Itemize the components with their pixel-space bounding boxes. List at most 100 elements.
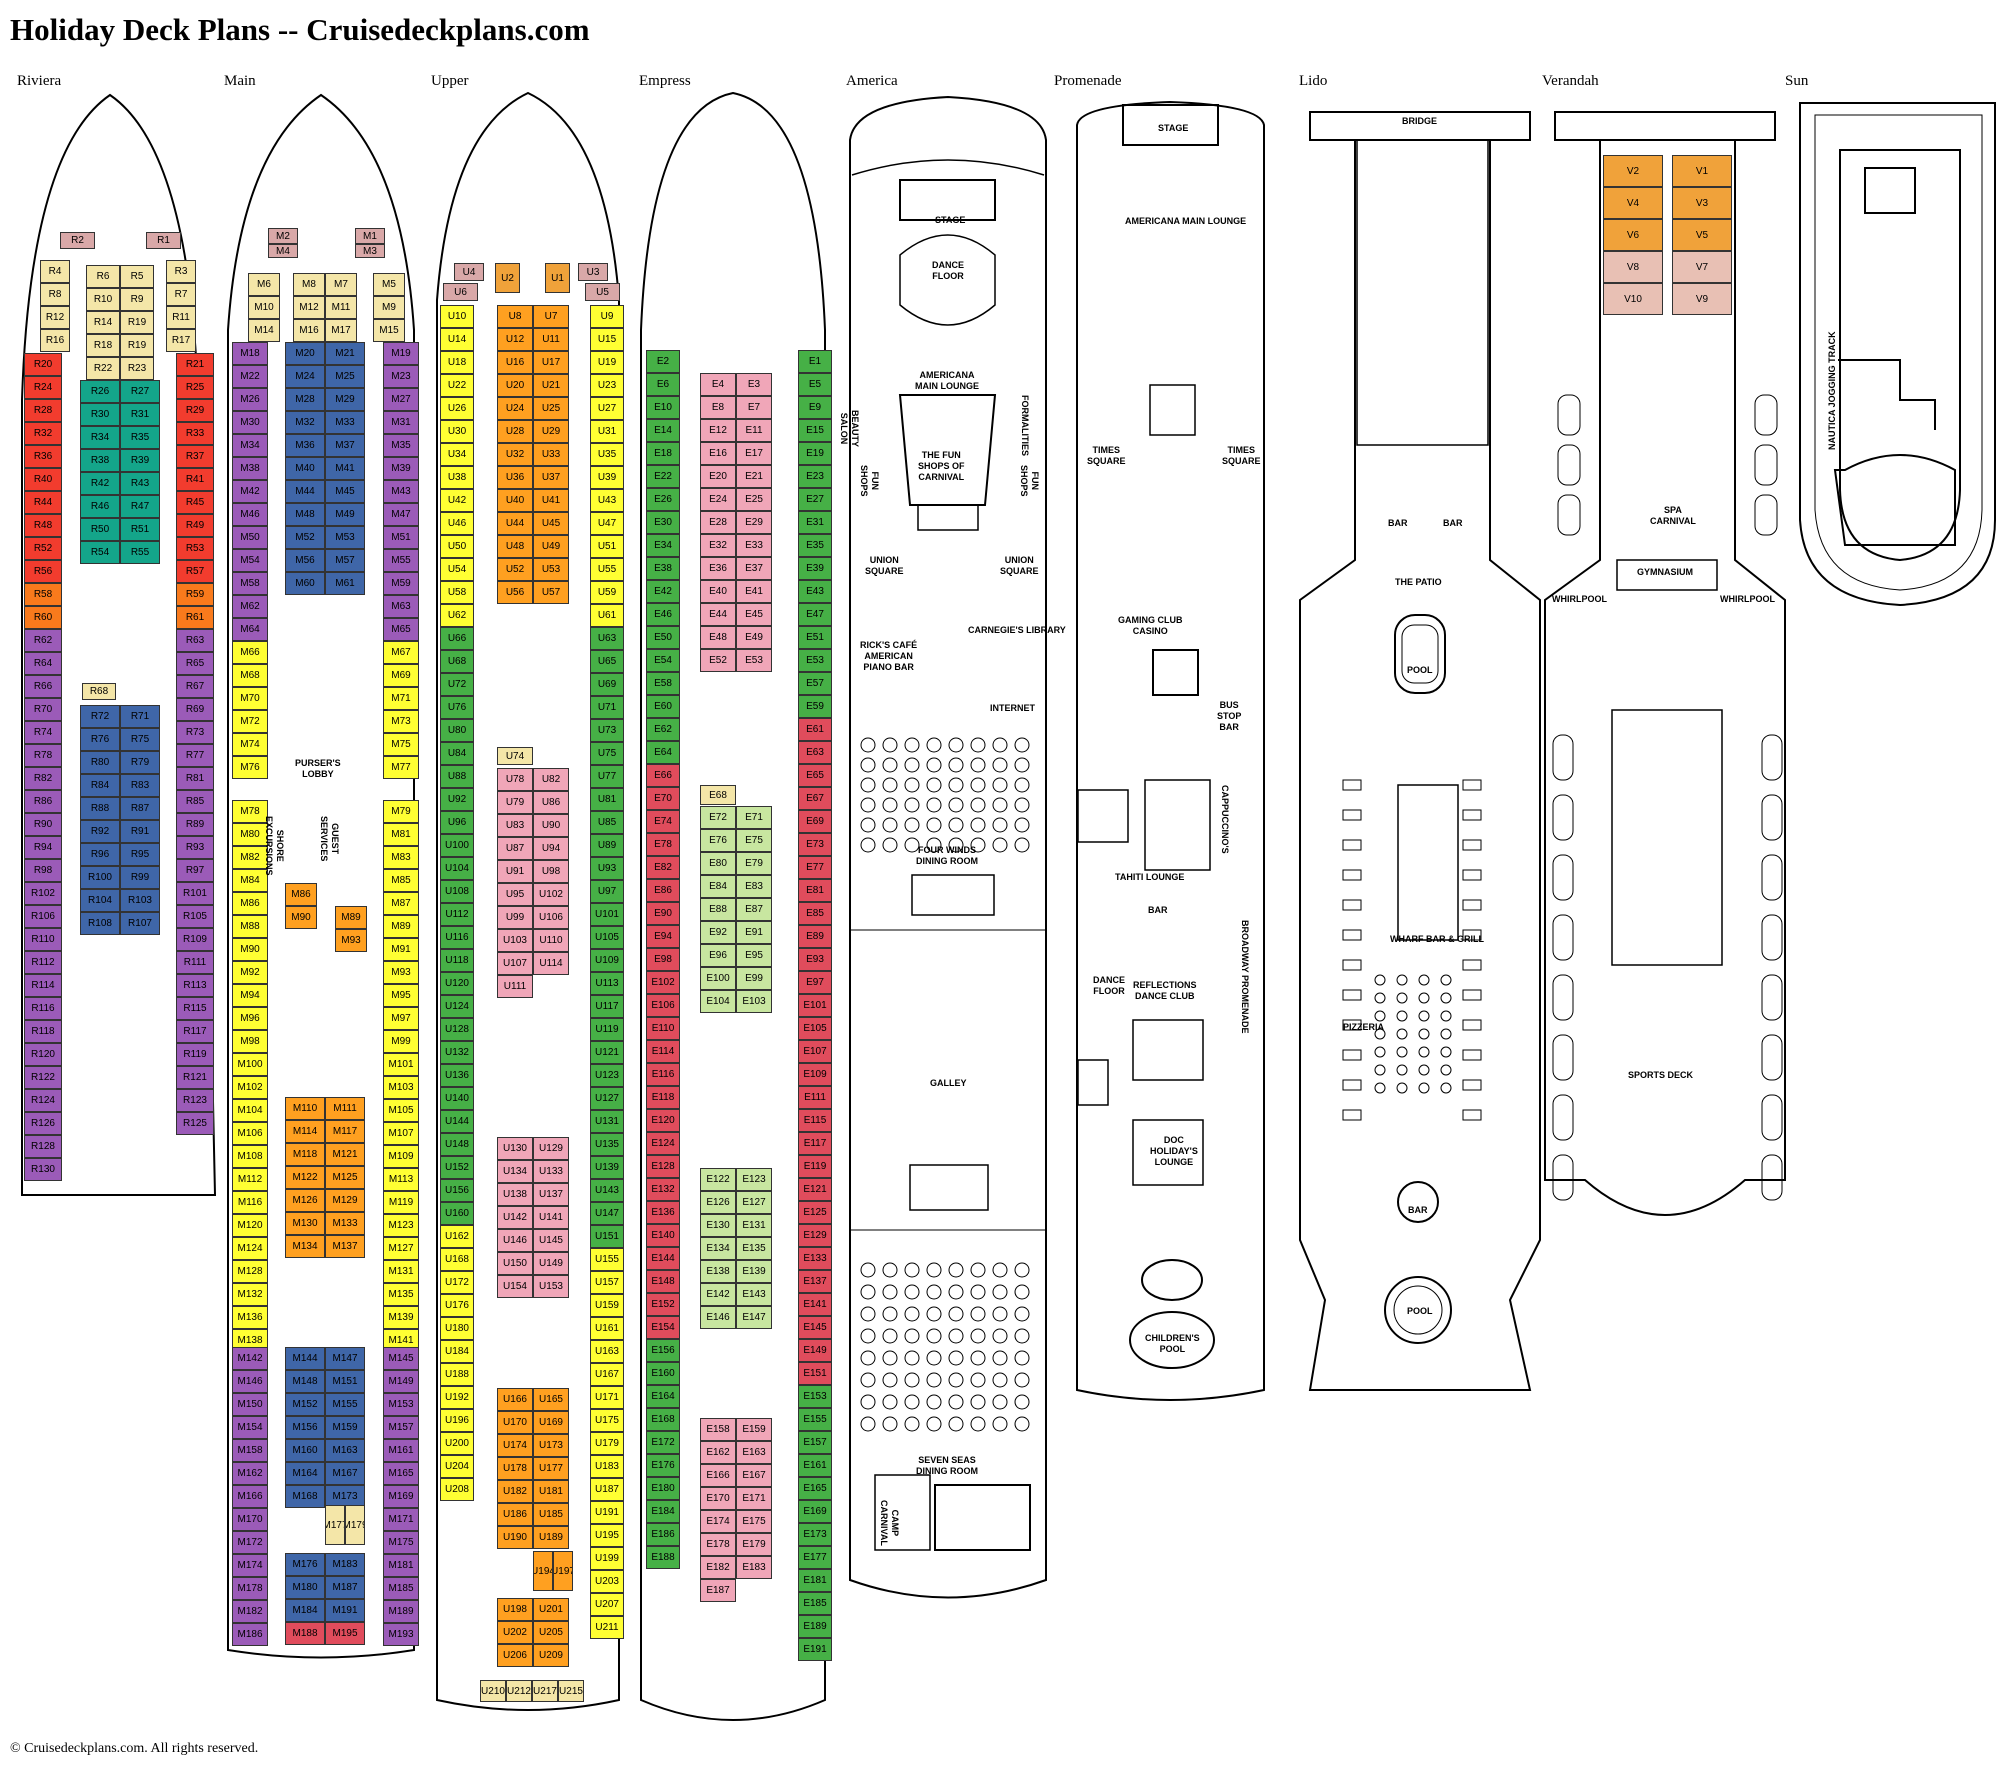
cabin-r98[interactable]: R98 xyxy=(24,859,62,882)
cabin-r97[interactable]: R97 xyxy=(176,859,214,882)
cabin-u201[interactable]: U201 xyxy=(533,1598,569,1621)
cabin-u56[interactable]: U56 xyxy=(497,581,533,604)
cabin-r19[interactable]: R19 xyxy=(120,334,154,357)
cabin-e137[interactable]: E137 xyxy=(798,1270,832,1293)
cabin-m131[interactable]: M131 xyxy=(383,1260,419,1283)
cabin-u117[interactable]: U117 xyxy=(590,995,624,1018)
cabin-e65[interactable]: E65 xyxy=(798,764,832,787)
cabin-u129[interactable]: U129 xyxy=(533,1137,569,1160)
cabin-e7[interactable]: E7 xyxy=(736,396,772,419)
cabin-m46[interactable]: M46 xyxy=(232,503,268,526)
cabin-u62[interactable]: U62 xyxy=(440,604,474,627)
cabin-m45[interactable]: M45 xyxy=(325,480,365,503)
cabin-e82[interactable]: E82 xyxy=(646,856,680,879)
cabin-u210[interactable]: U210 xyxy=(480,1680,506,1702)
cabin-r39[interactable]: R39 xyxy=(120,449,160,472)
cabin-e191[interactable]: E191 xyxy=(798,1638,832,1661)
cabin-e81[interactable]: E81 xyxy=(798,879,832,902)
cabin-r109[interactable]: R109 xyxy=(176,928,214,951)
cabin-m10[interactable]: M10 xyxy=(248,296,280,319)
cabin-e6[interactable]: E6 xyxy=(646,373,680,396)
cabin-u41[interactable]: U41 xyxy=(533,489,569,512)
cabin-u82[interactable]: U82 xyxy=(533,768,569,791)
cabin-u66[interactable]: U66 xyxy=(440,627,474,650)
cabin-r18[interactable]: R18 xyxy=(86,334,120,357)
cabin-u136[interactable]: U136 xyxy=(440,1064,474,1087)
cabin-m116[interactable]: M116 xyxy=(232,1191,268,1214)
cabin-m154[interactable]: M154 xyxy=(232,1416,268,1439)
cabin-e180[interactable]: E180 xyxy=(646,1477,680,1500)
cabin-r86[interactable]: R86 xyxy=(24,790,62,813)
cabin-e33[interactable]: E33 xyxy=(736,534,772,557)
cabin-u196[interactable]: U196 xyxy=(440,1409,474,1432)
cabin-u109[interactable]: U109 xyxy=(590,949,624,972)
cabin-m59[interactable]: M59 xyxy=(383,572,419,595)
cabin-e5[interactable]: E5 xyxy=(798,373,832,396)
cabin-m179[interactable]: M179 xyxy=(345,1505,365,1545)
cabin-e91[interactable]: E91 xyxy=(736,921,772,944)
cabin-e138[interactable]: E138 xyxy=(700,1260,736,1283)
cabin-m32[interactable]: M32 xyxy=(285,411,325,434)
cabin-m9[interactable]: M9 xyxy=(373,296,405,319)
cabin-r75[interactable]: R75 xyxy=(120,728,160,751)
cabin-u113[interactable]: U113 xyxy=(590,972,624,995)
cabin-m64[interactable]: M64 xyxy=(232,618,268,641)
cabin-e43[interactable]: E43 xyxy=(798,580,832,603)
cabin-r27[interactable]: R27 xyxy=(120,380,160,403)
cabin-m70[interactable]: M70 xyxy=(232,687,268,710)
cabin-m27[interactable]: M27 xyxy=(383,388,419,411)
cabin-u23[interactable]: U23 xyxy=(590,374,624,397)
cabin-e110[interactable]: E110 xyxy=(646,1017,680,1040)
cabin-m54[interactable]: M54 xyxy=(232,549,268,572)
cabin-e62[interactable]: E62 xyxy=(646,718,680,741)
cabin-m185[interactable]: M185 xyxy=(383,1577,419,1600)
cabin-m180[interactable]: M180 xyxy=(285,1576,325,1599)
cabin-r19[interactable]: R19 xyxy=(120,311,154,334)
cabin-e167[interactable]: E167 xyxy=(736,1464,772,1487)
cabin-m87[interactable]: M87 xyxy=(383,892,419,915)
cabin-u205[interactable]: U205 xyxy=(533,1621,569,1644)
cabin-u22[interactable]: U22 xyxy=(440,374,474,397)
cabin-e136[interactable]: E136 xyxy=(646,1201,680,1224)
cabin-u91[interactable]: U91 xyxy=(497,860,533,883)
cabin-r9[interactable]: R9 xyxy=(120,288,154,311)
cabin-m11[interactable]: M11 xyxy=(325,296,357,319)
cabin-u154[interactable]: U154 xyxy=(497,1275,533,1298)
cabin-m29[interactable]: M29 xyxy=(325,388,365,411)
cabin-m68[interactable]: M68 xyxy=(232,664,268,687)
cabin-r100[interactable]: R100 xyxy=(80,866,120,889)
cabin-r26[interactable]: R26 xyxy=(80,380,120,403)
cabin-u198[interactable]: U198 xyxy=(497,1598,533,1621)
cabin-v8[interactable]: V8 xyxy=(1603,251,1663,283)
cabin-r46[interactable]: R46 xyxy=(80,495,120,518)
cabin-m98[interactable]: M98 xyxy=(232,1030,268,1053)
cabin-m107[interactable]: M107 xyxy=(383,1122,419,1145)
cabin-u10[interactable]: U10 xyxy=(440,305,474,328)
cabin-m78[interactable]: M78 xyxy=(232,800,268,823)
cabin-m23[interactable]: M23 xyxy=(383,365,419,388)
cabin-e140[interactable]: E140 xyxy=(646,1224,680,1247)
cabin-m66[interactable]: M66 xyxy=(232,641,268,664)
cabin-u179[interactable]: U179 xyxy=(590,1432,624,1455)
cabin-m112[interactable]: M112 xyxy=(232,1168,268,1191)
cabin-r37[interactable]: R37 xyxy=(176,445,214,468)
cabin-e50[interactable]: E50 xyxy=(646,626,680,649)
cabin-u149[interactable]: U149 xyxy=(533,1252,569,1275)
cabin-m30[interactable]: M30 xyxy=(232,411,268,434)
cabin-e53[interactable]: E53 xyxy=(736,649,772,672)
cabin-e79[interactable]: E79 xyxy=(736,852,772,875)
cabin-m18[interactable]: M18 xyxy=(232,342,268,365)
cabin-e101[interactable]: E101 xyxy=(798,994,832,1017)
cabin-m183[interactable]: M183 xyxy=(325,1553,365,1576)
cabin-e60[interactable]: E60 xyxy=(646,695,680,718)
cabin-e134[interactable]: E134 xyxy=(700,1237,736,1260)
cabin-m4[interactable]: M4 xyxy=(268,244,298,258)
cabin-e58[interactable]: E58 xyxy=(646,672,680,695)
cabin-r76[interactable]: R76 xyxy=(80,728,120,751)
cabin-m158[interactable]: M158 xyxy=(232,1439,268,1462)
cabin-u27[interactable]: U27 xyxy=(590,397,624,420)
cabin-e54[interactable]: E54 xyxy=(646,649,680,672)
cabin-m16[interactable]: M16 xyxy=(293,319,325,342)
cabin-e52[interactable]: E52 xyxy=(700,649,736,672)
cabin-m165[interactable]: M165 xyxy=(383,1462,419,1485)
